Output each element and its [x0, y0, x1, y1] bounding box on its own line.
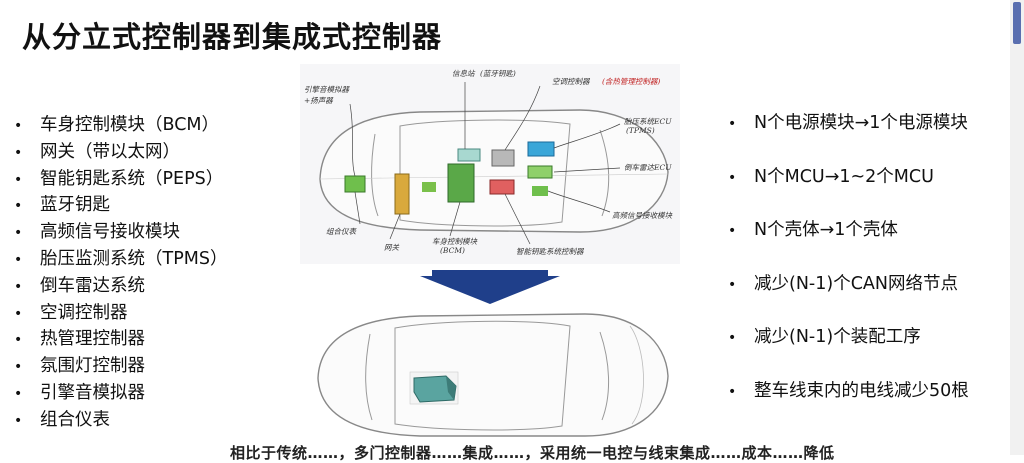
diagram-label: 智能钥匙系统控制器	[516, 247, 584, 256]
list-item: •蓝牙钥匙	[14, 195, 110, 216]
list-item: •车身控制模块（BCM）	[14, 115, 220, 135]
diagram-label: (BCM)	[440, 246, 465, 255]
list-item: •减少(N-1)个装配工序	[728, 327, 921, 347]
diagram-label: 车身控制模块	[432, 237, 477, 246]
list-item: •减少(N-1)个CAN网络节点	[728, 273, 958, 294]
engine-sound-module	[344, 175, 366, 193]
discrete-controllers-diagram: 引擎音模拟器 +扬声器 信息站 (蓝牙钥匙) 空调控制器 (含热管理控制器) 胎…	[300, 64, 680, 264]
diagram-label: 空调控制器	[552, 77, 590, 86]
diagram-label: 组合仪表	[326, 227, 356, 236]
car-top-view-integrated	[317, 313, 669, 437]
list-item: •胎压监测系统（TPMS）	[14, 248, 228, 269]
list-item: •组合仪表	[14, 409, 110, 430]
page-title: 从分立式控制器到集成式控制器	[22, 20, 443, 54]
list-item: •空调控制器	[14, 302, 128, 323]
list-item: •高频信号接收模块	[14, 222, 180, 243]
list-item: •氛围灯控制器	[14, 356, 145, 377]
diagram-label: 胎压系统ECU	[624, 117, 672, 126]
scrollbar-thumb[interactable]	[1013, 2, 1021, 44]
hf-receiver-module	[532, 186, 548, 196]
list-item: •智能钥匙系统（PEPS）	[14, 168, 224, 189]
list-item: •热管理控制器	[14, 329, 145, 350]
controller-list: •车身控制模块（BCM） •网关（带以太网） •智能钥匙系统（PEPS） •蓝牙…	[14, 112, 227, 434]
diagram-label: 信息站	[452, 69, 475, 78]
car-top-view-discrete	[319, 82, 669, 245]
diagram-label: 网关	[384, 243, 399, 252]
benefits-list: •N个电源模块→1个电源模块 •N个MCU→1~2个MCU •N个壳体→1个壳体…	[728, 110, 969, 431]
diagram-label: 倒车雷达ECU	[624, 163, 672, 172]
bcm-module	[447, 163, 475, 203]
peps-module	[489, 179, 515, 195]
list-item: •网关（带以太网）	[14, 141, 180, 162]
list-item: •引擎音模拟器	[14, 382, 145, 403]
radar-module	[527, 165, 553, 179]
list-item: •N个MCU→1~2个MCU	[728, 166, 934, 187]
ac-controller-module	[491, 149, 515, 167]
list-item: •整车线束内的电线减少50根	[728, 380, 969, 401]
diagram-label: (含热管理控制器)	[602, 77, 661, 86]
diagram-label: (TPMS)	[626, 126, 655, 135]
diagram-label: 高频信号接收模块	[612, 211, 672, 220]
list-item: •N个电源模块→1个电源模块	[728, 113, 968, 133]
cropped-caption: 相比于传统……，多门控制器……集成……，采用统一电控与线束集成……成本……降低	[230, 444, 835, 462]
integrated-controller-diagram	[300, 306, 680, 446]
list-item: •倒车雷达系统	[14, 275, 145, 296]
scrollbar[interactable]	[1010, 0, 1024, 455]
info-station-module	[457, 148, 481, 162]
diagram-label: +扬声器	[304, 96, 333, 105]
down-arrow-icon	[420, 270, 560, 304]
gateway-module	[394, 173, 410, 215]
diagram-label: (蓝牙钥匙)	[480, 69, 516, 78]
diagram-label: 引擎音模拟器	[304, 85, 349, 94]
list-item: •N个壳体→1个壳体	[728, 220, 898, 240]
cluster-module	[422, 182, 436, 192]
tpms-module	[527, 141, 555, 157]
